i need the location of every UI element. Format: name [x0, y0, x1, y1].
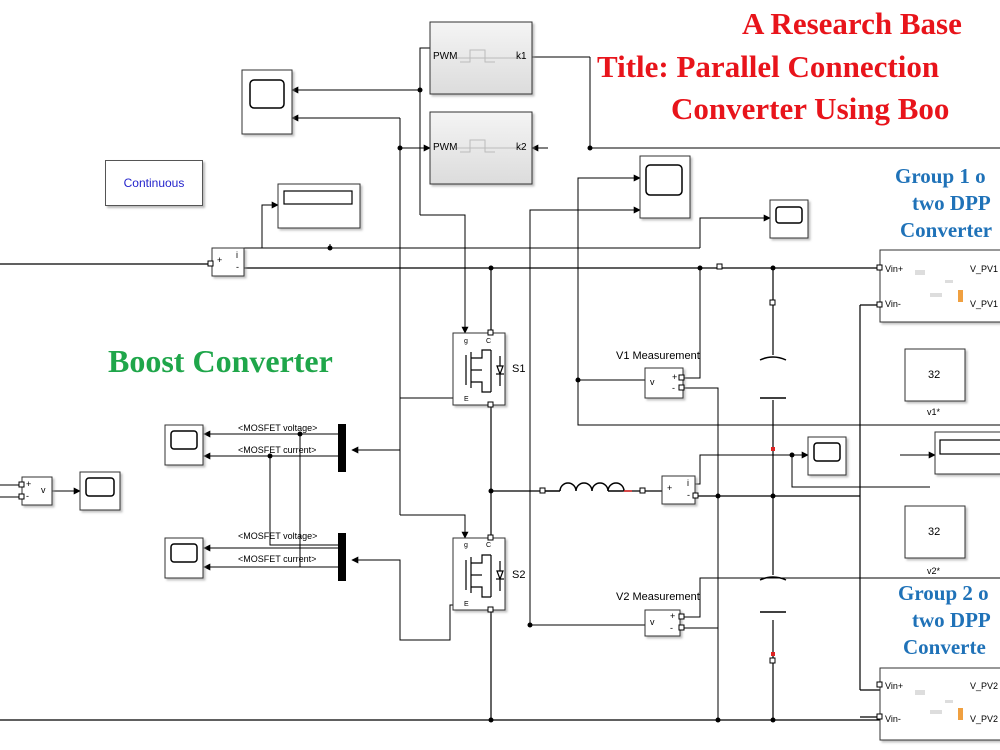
v1meas-plus: + [672, 372, 678, 382]
voltage-measure-left [21, 476, 53, 506]
bus-s1-current-label: <MOSFET current> [238, 445, 317, 455]
scope-pwm [241, 69, 293, 135]
dpp1-vin-plus: Vin+ [885, 264, 904, 274]
port-squares [18, 260, 883, 720]
pwm-block-k2 [429, 111, 533, 185]
bus-s2-voltage-label: <MOSFET voltage> [238, 531, 318, 541]
pwm1-input-label: PWM [433, 51, 458, 62]
imeas-top-plus: + [217, 255, 223, 265]
dpp2-vin-plus: Vin+ [885, 681, 904, 691]
bus-s1-voltage-label: <MOSFET voltage> [238, 423, 318, 433]
mosfet-s1 [452, 332, 506, 406]
dpp2-vpv-bottom: V_PV2 [970, 714, 999, 724]
constant-v1-label: v1* [927, 407, 941, 417]
junction-dots [267, 87, 795, 723]
constant-v1 [904, 348, 966, 402]
capacitor-c1 [759, 356, 787, 399]
constant-v2-label: v2* [927, 566, 941, 576]
pwm1-output-label: k1 [516, 51, 527, 62]
vmeas-left-v: v [41, 485, 46, 495]
scope-top-right [639, 155, 691, 219]
v2meas-v: v [650, 617, 655, 627]
group1-line-1: Group 1 o [895, 164, 986, 188]
v2-measurement-block [644, 609, 681, 637]
current-measure-inductor [661, 475, 696, 505]
s2-pin-g: g [464, 542, 468, 549]
v1-measurement-label: V1 Measurement [616, 350, 700, 362]
s2-pin-e: E [464, 601, 469, 608]
dpp2-vpv-top: V_PV2 [970, 681, 999, 691]
imeas-top-i: i [236, 250, 238, 260]
scope-s2 [164, 537, 204, 579]
s2-label: S2 [512, 569, 526, 581]
group1-line-2: two DPP [912, 191, 991, 215]
v2meas-plus: + [670, 611, 676, 621]
inductor [545, 482, 632, 492]
v1meas-minus: - [672, 383, 675, 393]
imeas-ind-i: i [687, 478, 689, 488]
powergui-block[interactable]: Continuous [105, 160, 203, 206]
scope-left [79, 471, 121, 511]
v1meas-v: v [650, 377, 655, 387]
boost-converter-label: Boost Converter [108, 343, 333, 379]
group1-line-3: Converter [900, 218, 993, 242]
display-top [277, 183, 361, 229]
s2-pin-c: C [486, 542, 492, 549]
group2-line-1: Group 2 o [898, 581, 989, 605]
imeas-ind-plus: + [667, 483, 673, 493]
title-line-2: Title: Parallel Connection [597, 49, 940, 84]
s1-pin-g: g [464, 338, 468, 345]
dpp-group2-block [879, 667, 1000, 741]
v1-measurement-block [644, 367, 684, 399]
group2-line-3: Converte [903, 635, 986, 659]
scope-s1 [164, 424, 204, 466]
dpp-group1-block [879, 249, 1000, 323]
pwm-block-k1 [429, 21, 533, 95]
s1-pin-e: E [464, 396, 469, 403]
constant-v2 [904, 505, 966, 559]
display-right [934, 431, 1000, 475]
power-wires [0, 263, 880, 721]
current-measure-top [211, 247, 245, 277]
v2meas-minus: - [670, 623, 673, 633]
scope-inductor-current [807, 436, 847, 476]
constant-v2-value: 32 [928, 526, 941, 538]
vmeas-left-plus: + [26, 479, 32, 489]
bus-s2-current-label: <MOSFET current> [238, 554, 317, 564]
signal-wires [0, 47, 1000, 720]
pwm2-output-label: k2 [516, 142, 527, 153]
scope-small-top [769, 199, 809, 239]
dpp1-vin-minus: Vin- [885, 299, 901, 309]
title-line-3: Converter Using Boo [671, 91, 950, 126]
v2-measurement-label: V2 Measurement [616, 591, 700, 603]
imeas-ind-minus: - [687, 490, 690, 500]
constant-v1-value: 32 [928, 369, 941, 381]
pwm2-input-label: PWM [433, 142, 458, 153]
bus-selector-s1 [338, 424, 346, 472]
dpp1-vpv-top: V_PV1 [970, 264, 999, 274]
capacitor-c2 [759, 576, 787, 613]
group2-line-2: two DPP [912, 608, 991, 632]
title-line-1: A Research Base [742, 6, 962, 41]
s1-pin-c: C [486, 338, 492, 345]
dpp1-vpv-bottom: V_PV1 [970, 299, 999, 309]
dpp2-vin-minus: Vin- [885, 714, 901, 724]
mosfet-s2 [452, 537, 506, 611]
bus-selector-s2 [338, 533, 346, 581]
imeas-top-minus: - [236, 262, 239, 272]
s1-label: S1 [512, 363, 526, 375]
vmeas-left-minus: - [26, 491, 29, 501]
